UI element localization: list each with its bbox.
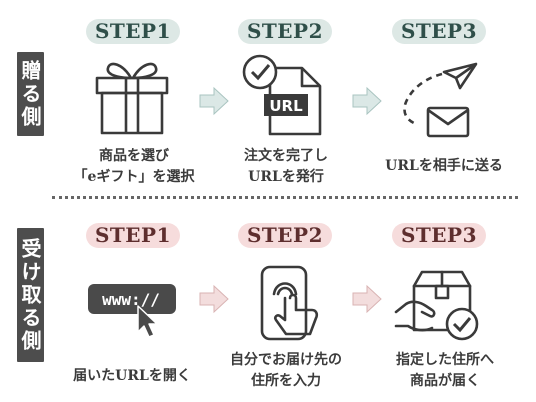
receiver-step1-pill: STEP1 [86, 223, 180, 248]
phone-tap-icon [260, 265, 319, 341]
sender-step1-pill: STEP1 [86, 19, 180, 44]
receiver-step3-label: 指定した住所へ 商品が届く [396, 352, 494, 389]
receiver-step2-label: 自分でお届け先の 住所を入力 [230, 352, 342, 389]
sender-step3-pill: STEP3 [392, 19, 486, 44]
sender-arrow-1 [199, 86, 229, 116]
receiver-step3-pill: STEP3 [392, 223, 486, 248]
url-document-check-icon: URL [242, 54, 322, 136]
receiver-side-label: 受け取る側 [17, 228, 44, 362]
gift-box-icon [95, 62, 169, 135]
sender-step2-label: 注文を完了し URLを発行 [244, 148, 328, 185]
sender-step3-label: URLを相手に送る [385, 158, 503, 174]
sender-step1-label: 商品を選び 「eギフト」を選択 [73, 148, 195, 185]
package-delivered-icon [394, 270, 479, 341]
url-click-icon: www:// [88, 284, 176, 338]
receiver-arrow-2 [352, 284, 382, 314]
sender-step2-pill: STEP2 [238, 19, 332, 44]
sender-arrow-2 [352, 86, 382, 116]
receiver-arrow-1 [199, 284, 229, 314]
section-divider [52, 196, 518, 199]
receiver-step1-label: 届いたURLを開く [73, 368, 191, 384]
sender-side-label: 贈る側 [17, 52, 44, 136]
paper-plane-mail-icon [403, 62, 478, 138]
receiver-step2-pill: STEP2 [238, 223, 332, 248]
www-text: www:// [102, 290, 160, 309]
url-text: URL [269, 97, 303, 115]
